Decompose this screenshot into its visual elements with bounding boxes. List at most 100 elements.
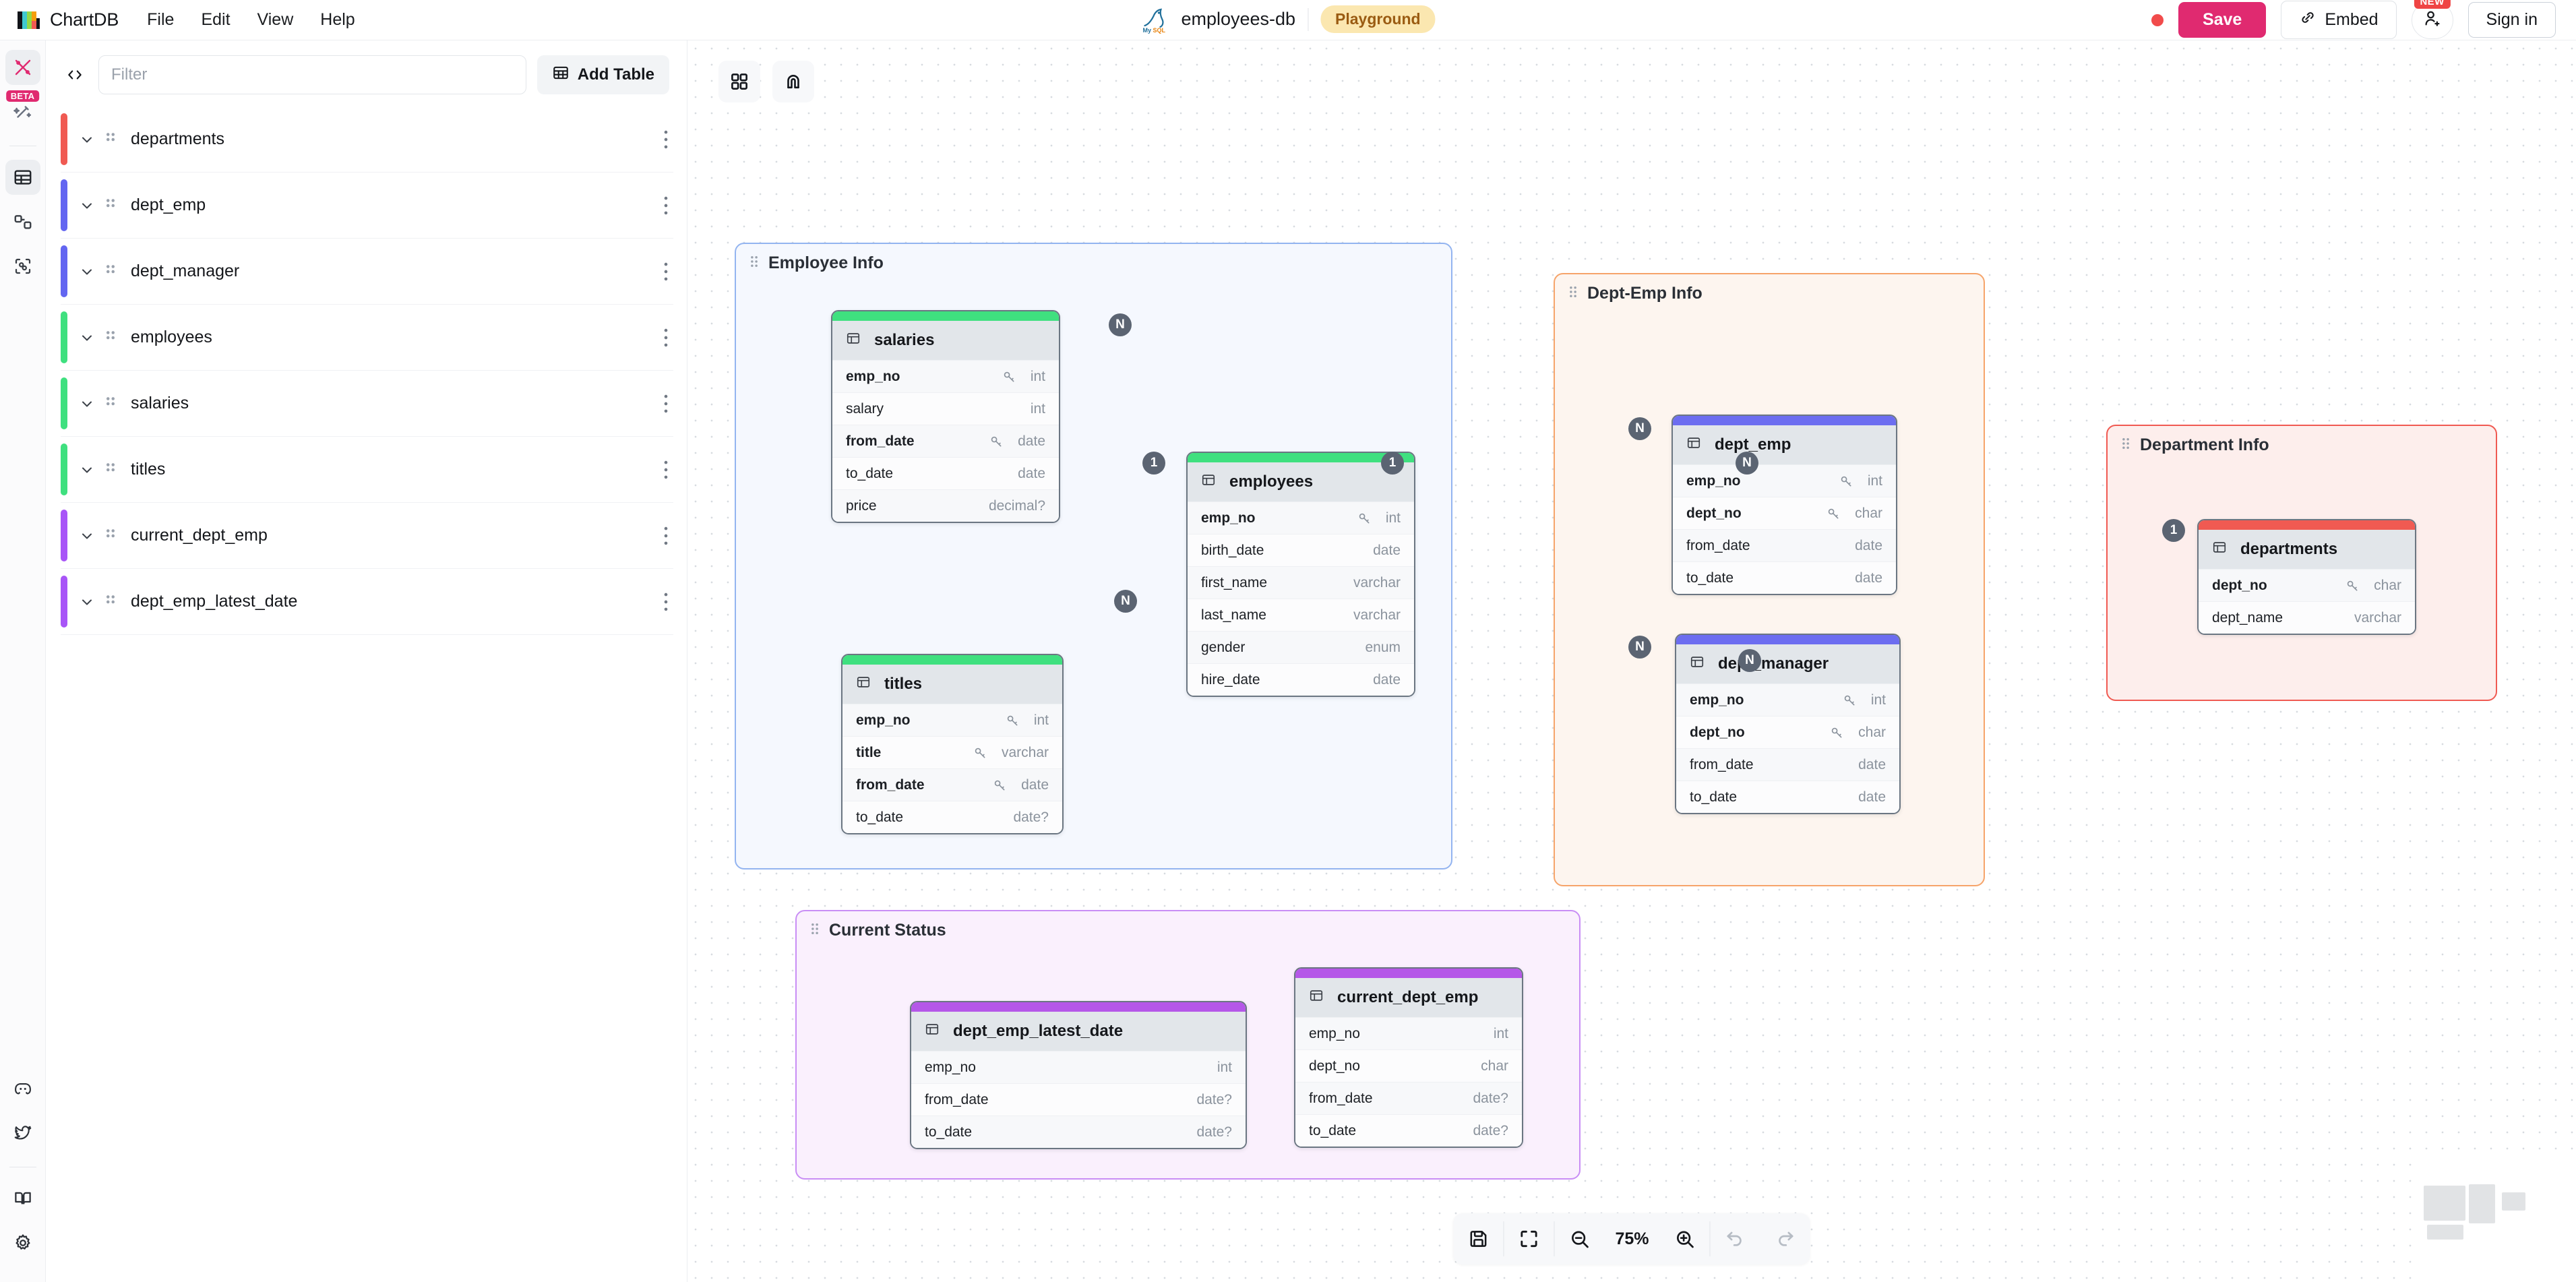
table-node-header[interactable]: current_dept_emp bbox=[1295, 978, 1522, 1017]
chevron-down-icon[interactable] bbox=[75, 264, 98, 280]
magic-wand-icon[interactable]: BETA bbox=[5, 90, 40, 129]
table-node-header[interactable]: titles bbox=[842, 665, 1062, 704]
table-options-icon[interactable] bbox=[663, 592, 669, 612]
table-node-header[interactable]: dept_manager bbox=[1676, 644, 1899, 683]
relationships-icon[interactable] bbox=[5, 204, 40, 239]
drag-handle-icon[interactable] bbox=[105, 528, 116, 544]
table-node-header[interactable]: salaries bbox=[832, 321, 1059, 360]
layout-grid-icon[interactable] bbox=[718, 61, 760, 102]
twitter-icon[interactable] bbox=[5, 1116, 40, 1151]
menu-file[interactable]: File bbox=[147, 10, 175, 29]
drag-handle-icon[interactable] bbox=[749, 253, 759, 273]
code-view-toggle[interactable] bbox=[62, 62, 88, 88]
filter-input[interactable] bbox=[98, 55, 526, 94]
chevron-down-icon[interactable] bbox=[75, 396, 98, 412]
zoom-level-label[interactable]: 75% bbox=[1615, 1229, 1649, 1248]
menu-view[interactable]: View bbox=[257, 10, 294, 29]
canvas-minimap[interactable] bbox=[2412, 1157, 2576, 1282]
chevron-down-icon[interactable] bbox=[75, 197, 98, 214]
sidebar-table-item[interactable]: salaries bbox=[61, 371, 673, 437]
sidebar-table-item[interactable]: titles bbox=[61, 437, 673, 503]
save-button[interactable]: Save bbox=[2178, 2, 2267, 38]
table-node-header[interactable]: departments bbox=[2199, 530, 2415, 569]
discord-icon[interactable] bbox=[5, 1071, 40, 1106]
zoom-out-icon[interactable] bbox=[1554, 1213, 1604, 1264]
drag-handle-icon[interactable] bbox=[105, 197, 116, 214]
drag-handle-icon[interactable] bbox=[105, 396, 116, 412]
table-options-icon[interactable] bbox=[663, 526, 669, 546]
table-options-icon[interactable] bbox=[663, 460, 669, 480]
drag-handle-icon[interactable] bbox=[105, 594, 116, 610]
add-table-button[interactable]: Add Table bbox=[536, 55, 669, 94]
menu-edit[interactable]: Edit bbox=[201, 10, 231, 29]
table-options-icon[interactable] bbox=[663, 129, 669, 150]
table-node-header[interactable]: employees bbox=[1188, 462, 1414, 501]
settings-icon[interactable] bbox=[5, 1225, 40, 1260]
redo-icon[interactable] bbox=[1760, 1213, 1810, 1264]
undo-icon[interactable] bbox=[1711, 1213, 1760, 1264]
editor-tools-icon[interactable] bbox=[5, 50, 40, 85]
drag-handle-icon[interactable] bbox=[810, 921, 820, 940]
tables-icon[interactable] bbox=[5, 160, 40, 195]
table-node-header[interactable]: dept_emp bbox=[1673, 425, 1896, 464]
chevron-down-icon[interactable] bbox=[75, 330, 98, 346]
sidebar-table-item[interactable]: dept_emp bbox=[61, 173, 673, 239]
chevron-down-icon[interactable] bbox=[75, 131, 98, 148]
table-options-icon[interactable] bbox=[663, 195, 669, 216]
table-node-header[interactable]: dept_emp_latest_date bbox=[911, 1012, 1246, 1051]
drag-handle-icon[interactable] bbox=[2121, 435, 2130, 455]
drag-handle-icon[interactable] bbox=[105, 264, 116, 280]
sign-in-button[interactable]: Sign in bbox=[2467, 2, 2556, 38]
chevron-down-icon[interactable] bbox=[75, 594, 98, 610]
docs-icon[interactable] bbox=[5, 1181, 40, 1216]
sidebar-table-item[interactable]: dept_emp_latest_date bbox=[61, 569, 673, 635]
embed-button[interactable]: Embed bbox=[2281, 1, 2397, 39]
table-options-icon[interactable] bbox=[663, 262, 669, 282]
chevron-down-icon[interactable] bbox=[75, 462, 98, 478]
sidebar-table-item[interactable]: dept_manager bbox=[61, 239, 673, 305]
chevron-down-icon[interactable] bbox=[75, 528, 98, 544]
table-options-icon[interactable] bbox=[663, 328, 669, 348]
zoom-in-icon[interactable] bbox=[1660, 1213, 1710, 1264]
floppy-save-icon[interactable] bbox=[1453, 1213, 1503, 1264]
drag-handle-icon[interactable] bbox=[1568, 284, 1578, 303]
fit-view-icon[interactable] bbox=[1504, 1213, 1554, 1264]
dependencies-icon[interactable] bbox=[5, 249, 40, 284]
drag-handle-icon[interactable] bbox=[105, 330, 116, 346]
diagram-name[interactable]: employees-db bbox=[1181, 9, 1296, 29]
menu-help[interactable]: Help bbox=[320, 10, 355, 29]
